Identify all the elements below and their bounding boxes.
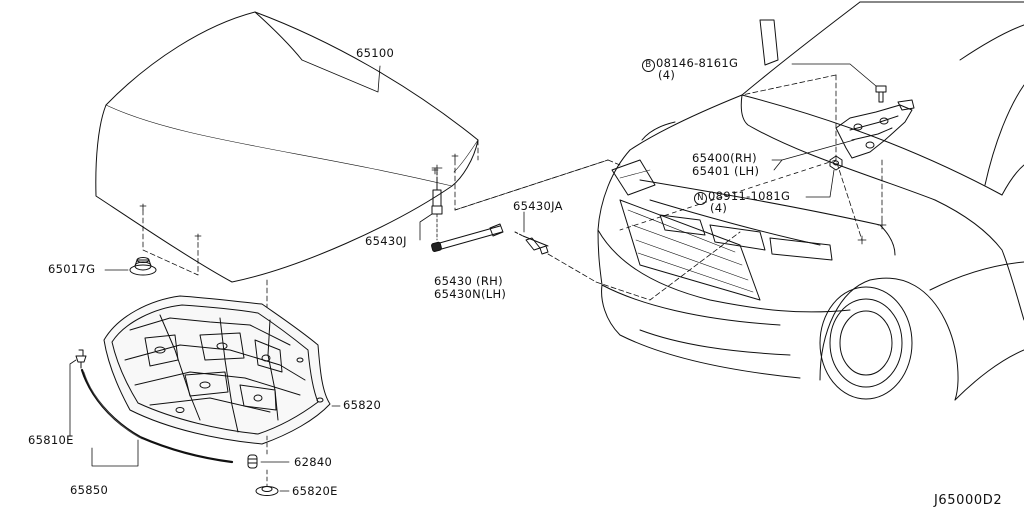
stay-bracket-65430j [431, 164, 443, 215]
nut-icon [829, 155, 843, 171]
bolt-marker: B [642, 59, 655, 72]
label-hinge-rh: 65400(RH) [692, 151, 757, 165]
label-hood: 65100 [356, 46, 395, 60]
label-seal: 65850 [70, 483, 109, 497]
label-hinge-lh: 65401 (LH) [692, 164, 760, 178]
leader-lines-right [771, 63, 877, 198]
clip-65810e-icon [75, 349, 87, 369]
hood-seal [80, 368, 234, 464]
leader-lines-left [69, 59, 381, 492]
label-stay-bracket-j: 65430J [365, 234, 407, 248]
hood-panel [95, 11, 479, 283]
hood-hinge [835, 99, 915, 159]
leader-lines-stay [419, 211, 597, 283]
label-hood-grommet: 65017G [48, 262, 96, 276]
diagram-code: J65000D2 [934, 493, 1003, 508]
hood-grommet-icon [129, 257, 157, 276]
label-stay-rh: 65430 (RH) [434, 274, 503, 288]
bolt-icon [875, 85, 887, 103]
hood-pin-icons [139, 153, 459, 241]
label-stay-lh: 65430N(LH) [434, 287, 507, 301]
label-bolt-qty: (4) [658, 68, 676, 82]
nut-number: 08911-1081G [708, 189, 791, 203]
label-nut-qty: (4) [710, 201, 728, 215]
label-clip-65820e: 65820E [292, 484, 338, 498]
hood-insulator [103, 295, 331, 445]
clip-65820e-icon [255, 486, 279, 496]
nut-marker: N [694, 192, 707, 205]
label-clip-62840: 62840 [294, 455, 333, 469]
label-stay-bracket-ja: 65430JA [513, 199, 563, 213]
hood-stay-strut [431, 223, 504, 252]
label-clip-65810e: 65810E [28, 433, 74, 447]
clip-62840-icon [247, 454, 258, 469]
stay-bracket-65430ja [514, 231, 549, 255]
label-insulator: 65820 [343, 398, 382, 412]
bolt-number: 08146-8161G [656, 56, 739, 70]
vehicle-dashed-locators [454, 74, 883, 301]
